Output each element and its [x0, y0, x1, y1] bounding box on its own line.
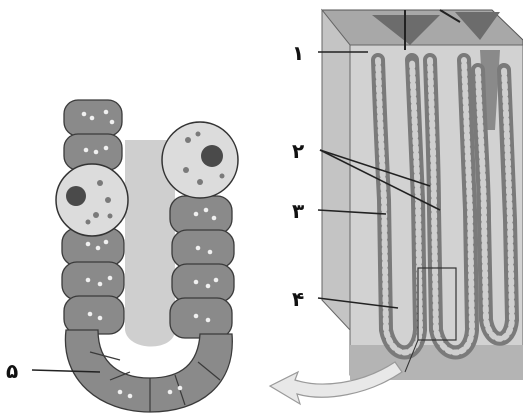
label-5: ۵: [6, 359, 18, 383]
label-2: ۲: [292, 139, 304, 163]
parietal-cell-left: [56, 164, 128, 236]
u-shaped-gland: [56, 100, 238, 412]
label-1: ۱: [292, 41, 304, 65]
label-4: ۴: [292, 287, 304, 311]
label-3: ۳: [292, 199, 304, 223]
